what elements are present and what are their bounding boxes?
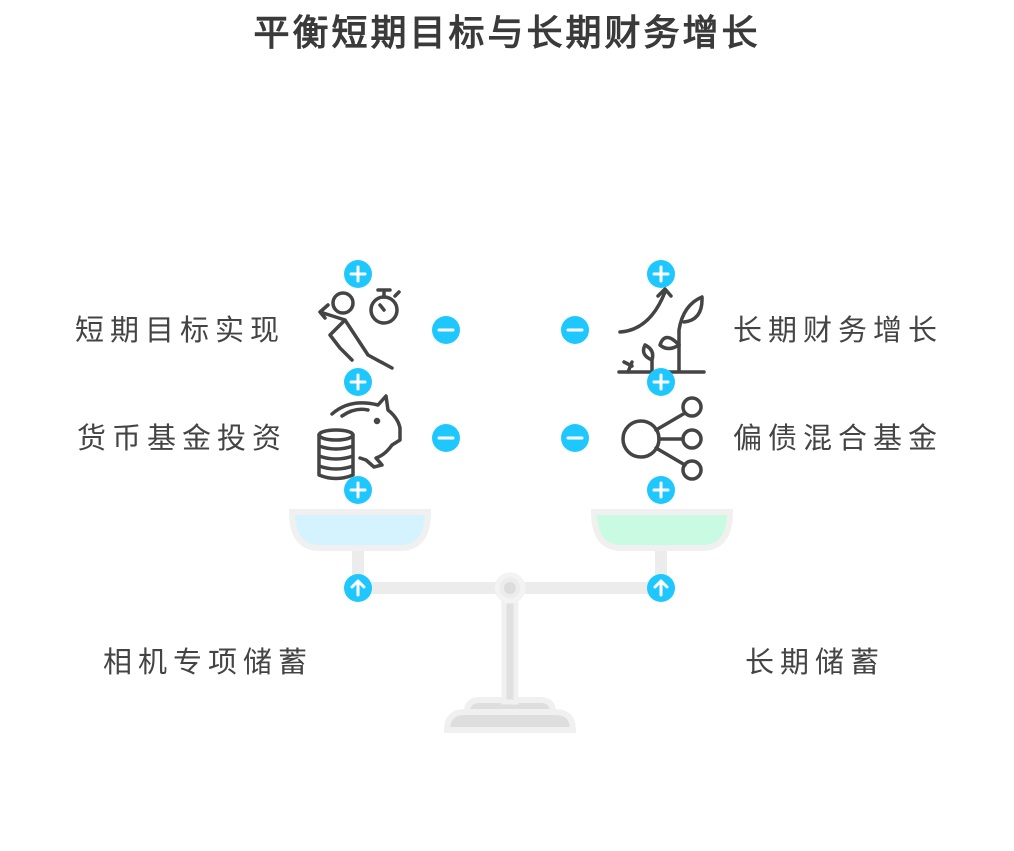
right-minus-button[interactable] bbox=[561, 424, 589, 452]
distribution-nodes-icon bbox=[621, 396, 703, 481]
right-plus-button[interactable] bbox=[647, 476, 675, 504]
right-minus-button[interactable] bbox=[561, 316, 589, 344]
right-pan bbox=[590, 509, 734, 551]
diagram-title: 平衡短期目标与长期财务增长 bbox=[253, 13, 761, 54]
plus-icon bbox=[652, 373, 670, 391]
plus-icon bbox=[652, 481, 670, 499]
left-minus-button[interactable] bbox=[432, 316, 460, 344]
label-left-pan: 相机专项储蓄 bbox=[103, 645, 314, 679]
scale-post bbox=[501, 595, 519, 705]
plus-icon bbox=[349, 481, 367, 499]
scale-pivot-center bbox=[504, 582, 516, 594]
left-plus-button[interactable] bbox=[344, 260, 372, 288]
running-person-stopwatch-icon bbox=[318, 288, 401, 370]
plus-icon bbox=[349, 265, 367, 283]
left-plus-button[interactable] bbox=[344, 476, 372, 504]
label-right-pan: 长期储蓄 bbox=[745, 645, 886, 679]
minus-icon bbox=[566, 436, 584, 440]
left-arrow-up-button[interactable] bbox=[344, 574, 372, 602]
right-plus-button[interactable] bbox=[647, 368, 675, 396]
arrow-up-icon bbox=[350, 579, 366, 597]
plus-icon bbox=[652, 265, 670, 283]
scale-base bbox=[443, 697, 577, 733]
label-short-term-goal: 短期目标实现 bbox=[75, 313, 286, 347]
left-minus-button[interactable] bbox=[432, 424, 460, 452]
left-pan bbox=[288, 509, 432, 551]
right-plus-button[interactable] bbox=[647, 260, 675, 288]
label-bond-fund: 偏债混合基金 bbox=[733, 421, 944, 455]
plant-growth-icon bbox=[617, 287, 706, 374]
minus-icon bbox=[437, 436, 455, 440]
minus-icon bbox=[437, 328, 455, 332]
right-arrow-up-button[interactable] bbox=[647, 574, 675, 602]
piggy-bank-coins-icon bbox=[317, 394, 402, 481]
minus-icon bbox=[566, 328, 584, 332]
left-plus-button[interactable] bbox=[344, 368, 372, 396]
arrow-up-icon bbox=[653, 579, 669, 597]
label-long-term-growth: 长期财务增长 bbox=[733, 313, 944, 347]
plus-icon bbox=[349, 373, 367, 391]
label-money-fund: 货币基金投资 bbox=[77, 421, 288, 455]
